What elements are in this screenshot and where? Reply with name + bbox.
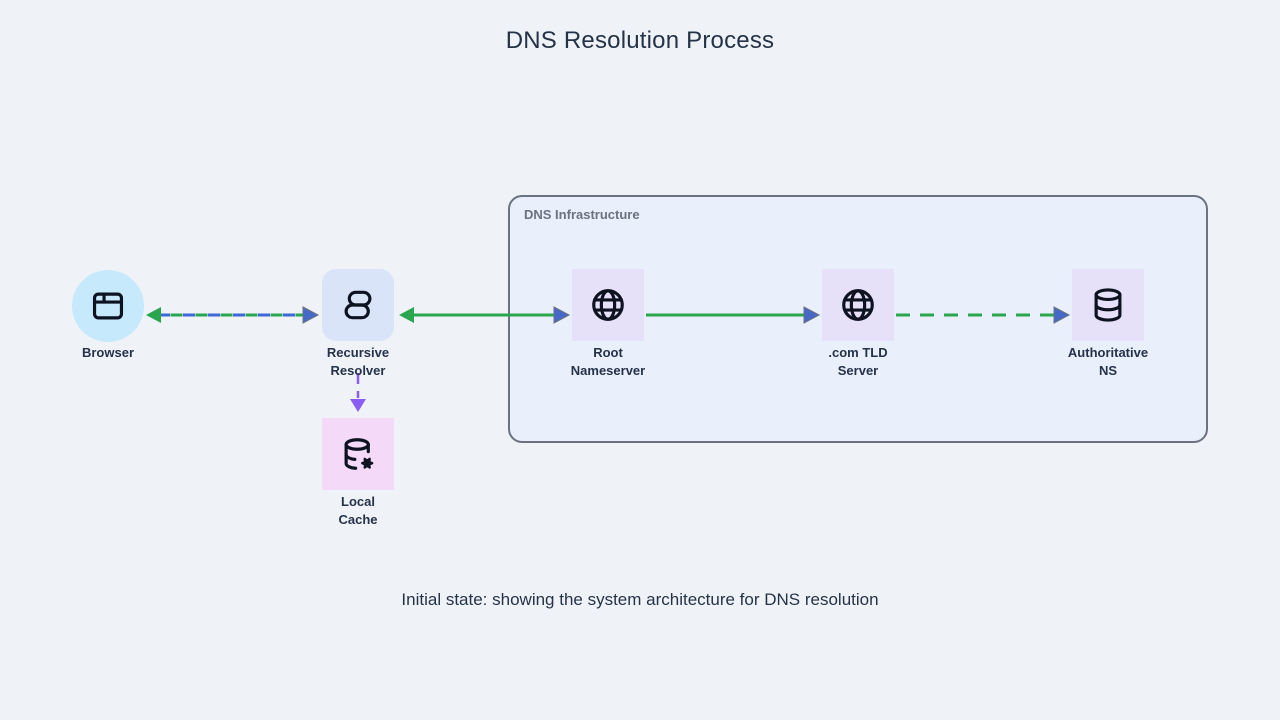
globe-icon [842, 289, 874, 321]
edge-browser-resolver [146, 306, 320, 324]
gear-icon [361, 457, 374, 469]
arrowhead-left-green [146, 307, 161, 323]
node-root-nameserver [572, 269, 644, 341]
dns-infrastructure-label: DNS Infrastructure [524, 207, 640, 222]
database-icon [1094, 288, 1122, 322]
globe-icon [592, 289, 624, 321]
diagram-title: DNS Resolution Process [505, 27, 775, 54]
arrowhead-right-blue [302, 306, 320, 324]
node-browser-label: Browser [81, 345, 135, 360]
server-stack-icon [344, 290, 372, 320]
node-browser [72, 270, 144, 342]
node-com-tld-server-label: .com TLD Server [828, 345, 888, 378]
arrowhead-down-purple [350, 399, 366, 412]
node-authoritative-ns-label: Authoritative NS [1067, 345, 1149, 378]
browser-window-icon [92, 292, 124, 320]
database-gear-icon [344, 438, 374, 470]
node-com-tld-server [822, 269, 894, 341]
node-root-nameserver-label: Root Nameserver [570, 345, 646, 378]
node-local-cache-label: Local Cache [338, 494, 378, 527]
node-local-cache [322, 418, 394, 490]
node-recursive-resolver-label: Recursive Resolver [326, 345, 390, 378]
arrowhead-left-green [399, 307, 414, 323]
state-caption: Initial state: showing the system archit… [401, 590, 879, 609]
node-authoritative-ns [1072, 269, 1144, 341]
node-recursive-resolver [322, 269, 394, 341]
